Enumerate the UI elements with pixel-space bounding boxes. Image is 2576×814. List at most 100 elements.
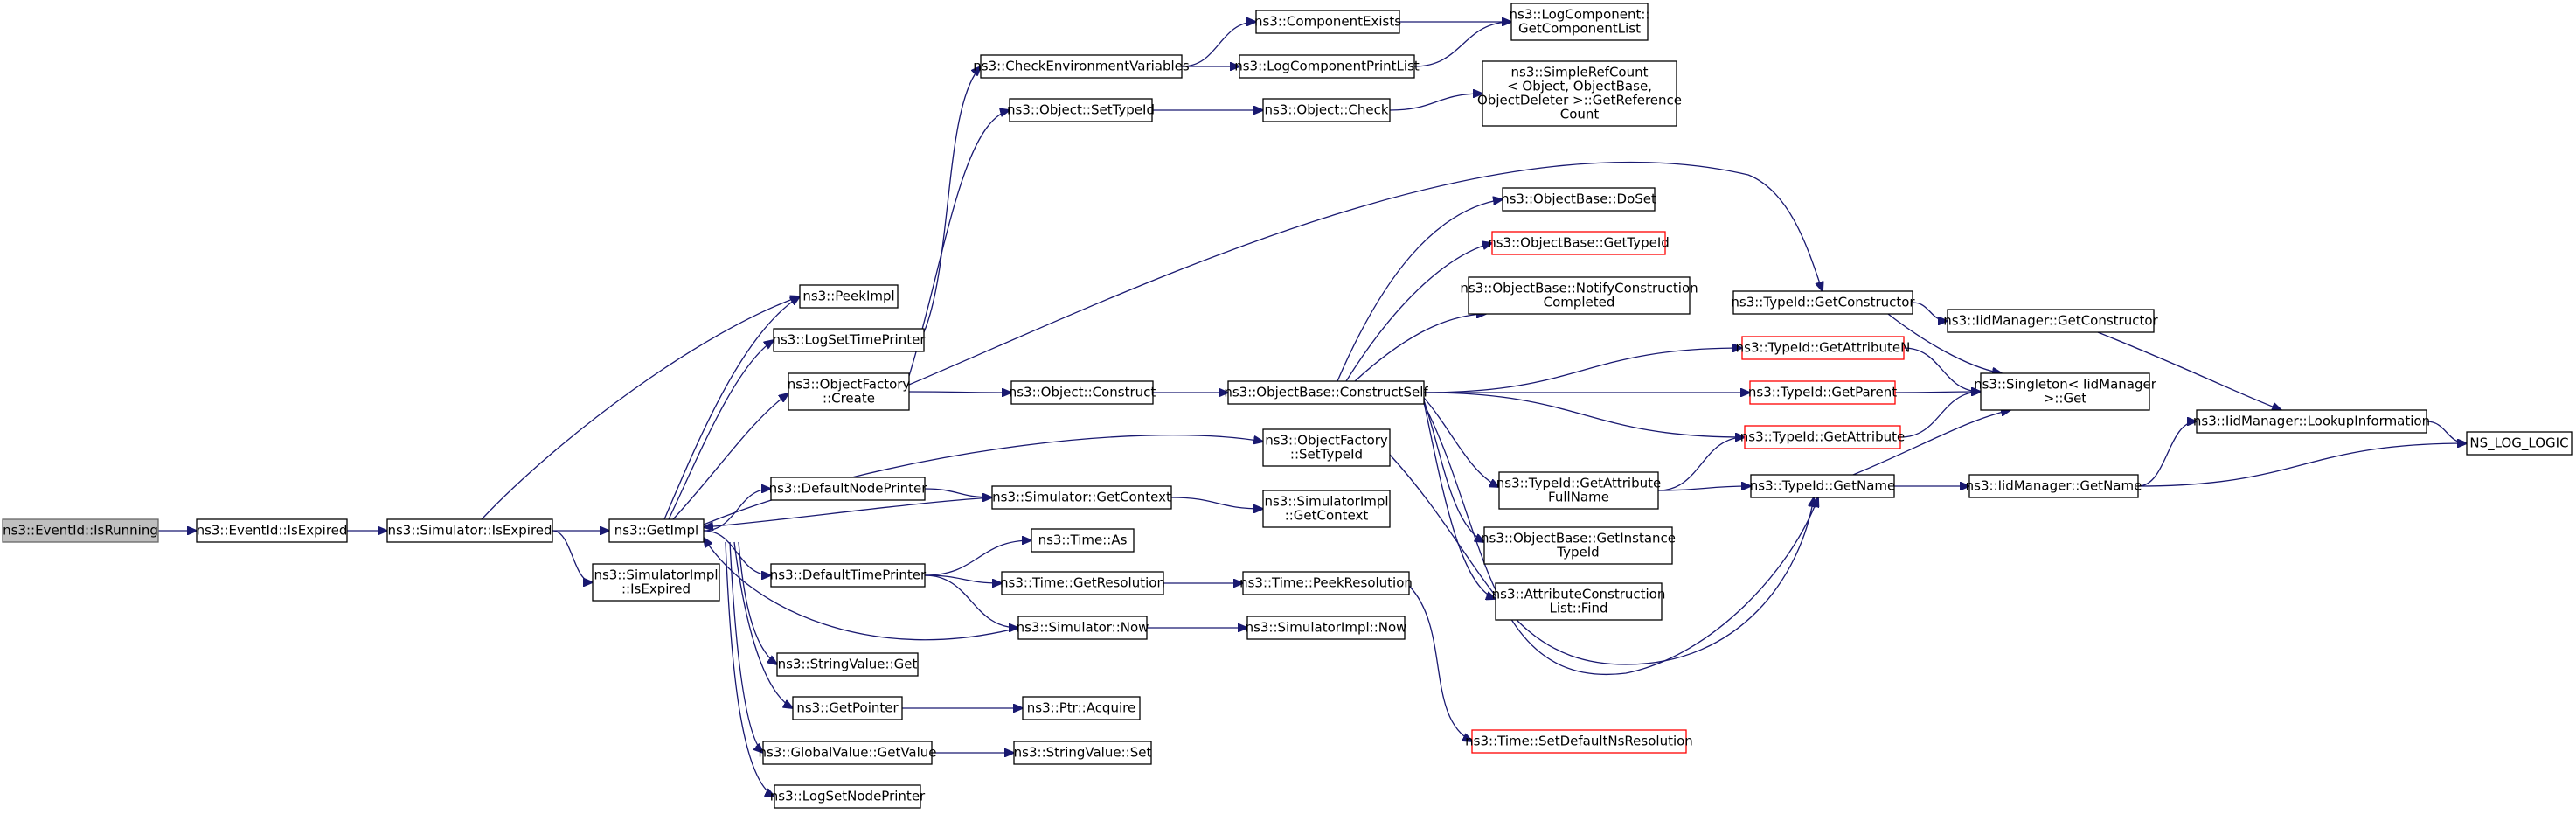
call-edge-typeid_getattributen-to-singleton_get [1903,347,1981,392]
node-typeid-getattributen[interactable]: ns3::TypeId::GetAttributeN [1736,336,1911,360]
node-logcomponent-getcomponentlist[interactable]: ns3::LogComponent::GetComponentList [1510,3,1650,41]
node-label: ns3::IidManager::GetConstructor [1943,312,2158,328]
node-box [1242,571,1410,595]
node-eventid-isrunning[interactable]: ns3::EventId::IsRunning [2,518,159,543]
node-simimpl-isexpired[interactable]: ns3::SimulatorImpl::IsExpired [592,563,720,602]
node-time-setdefaultnsresolution[interactable]: ns3::Time::SetDefaultNsResolution [1465,729,1693,754]
node-iidmanager-getname[interactable]: ns3::IidManager::GetName [1966,474,2142,498]
node-label: ns3::LogComponentPrintList [1234,58,1420,73]
call-edge-getimpl-to-logsetnodeprinter [725,541,774,797]
node-label: ns3::Simulator::IsExpired [387,522,552,538]
call-edge-defaultnodeprinter-to-simulator_getcontext [924,488,992,497]
node-box [386,518,553,543]
node-label: ns3::StringValue::Set [1014,744,1152,760]
node-ns-log-logic[interactable]: NS_LOG_LOGIC [2466,431,2573,456]
call-edge-objectbase_constructself-to-typeid_getattributen [1423,348,1742,393]
node-simimpl-getcontext[interactable]: ns3::SimulatorImpl::GetContext [1262,490,1391,528]
node-box [2466,431,2573,456]
node-box [1980,372,2150,411]
node-simulator-now[interactable]: ns3::Simulator::Now [1017,616,1149,640]
node-typeid-getname[interactable]: ns3::TypeId::GetName [1750,474,1895,498]
node-simplerefcount[interactable]: ns3::SimpleRefCount< Object, ObjectBase,… [1477,60,1682,127]
node-defaultnodeprinter[interactable]: ns3::DefaultNodePrinter [769,477,928,501]
node-label: NS_LOG_LOGIC [2469,435,2568,451]
node-time-peekresolution[interactable]: ns3::Time::PeekResolution [1239,571,1413,595]
node-iidmanager-getconstructor[interactable]: ns3::IidManager::GetConstructor [1943,309,2159,333]
node-box [1495,582,1663,621]
node-componentexists[interactable]: ns3::ComponentExists [1254,10,1401,34]
node-objectfactory-create[interactable]: ns3::ObjectFactory::Create [788,372,911,411]
node-box [1001,571,1164,595]
node-object-construct[interactable]: ns3::Object::Construct [1009,380,1156,405]
node-logsettimeprinter[interactable]: ns3::LogSetTimePrinter [772,328,926,352]
node-time-getresolution[interactable]: ns3::Time::GetResolution [1000,571,1165,595]
node-iidmanager-lookupinformation[interactable]: ns3::IidManager::LookupInformation [2193,409,2430,434]
node-label: ns3::TypeId::GetAttribute [1740,428,1905,444]
node-simimpl-now[interactable]: ns3::SimulatorImpl::Now [1246,616,1407,640]
node-simulator-getcontext[interactable]: ns3::Simulator::GetContext [991,485,1172,510]
node-logsetnodeprinter[interactable]: ns3::LogSetNodePrinter [770,784,926,809]
call-edge-objectfactory_create-to-object_construct [908,392,1011,393]
node-objectbase-doset[interactable]: ns3::ObjectBase::DoSet [1501,187,1656,212]
node-box [196,518,348,543]
node-label: ns3::TypeId::GetAttributeN [1736,339,1911,355]
node-box [1744,425,1901,449]
node-label: ns3::TypeId::GetAttribute [1496,475,1661,490]
node-label: ::Create [823,390,875,406]
node-label: Count [1560,106,1600,122]
node-getpointer[interactable]: ns3::GetPointer [792,696,903,720]
node-checkenv[interactable]: ns3::CheckEnvironmentVariables [973,54,1190,79]
node-objectbase-gettypeid[interactable]: ns3::ObjectBase::GetTypeId [1488,231,1670,255]
node-object-settypeid[interactable]: ns3::Object::SetTypeId [1007,98,1155,122]
node-eventid-isexpired[interactable]: ns3::EventId::IsExpired [196,518,348,543]
node-box [991,485,1172,510]
node-simulator-isexpired[interactable]: ns3::Simulator::IsExpired [386,518,553,543]
node-objectfactory-settypeid[interactable]: ns3::ObjectFactory::SetTypeId [1262,428,1391,467]
node-label: ns3::SimulatorImpl::Now [1246,619,1407,635]
node-ptr-acquire[interactable]: ns3::Ptr::Acquire [1022,696,1141,720]
node-object-check[interactable]: ns3::Object::Check [1262,98,1391,122]
node-globalvalue-getvalue[interactable]: ns3::GlobalValue::GetValue [758,741,937,765]
node-box [770,477,926,501]
node-label: ns3::SimpleRefCount [1511,64,1649,80]
node-singleton-get[interactable]: ns3::Singleton< IidManager>::Get [1974,372,2157,411]
node-typeid-getattribute[interactable]: ns3::TypeId::GetAttribute [1740,425,1905,449]
node-box [1471,729,1687,754]
call-edge-objectbase_constructself-to-objectbase_notify [1354,314,1486,382]
node-logcomponentprintlist[interactable]: ns3::LogComponentPrintList [1234,54,1420,79]
node-box [1262,490,1391,528]
node-box [776,652,919,677]
node-label: ns3::EventId::IsRunning [3,522,158,538]
call-edge-objectfactory_create-to-typeid_getconstructor [908,161,1823,386]
node-getimpl[interactable]: ns3::GetImpl [608,518,705,543]
node-label: ObjectDeleter >::GetReference [1477,92,1682,108]
node-label: List::Find [1549,600,1607,616]
node-label: ns3::IidManager::GetName [1966,477,2142,493]
node-objectbase-constructself[interactable]: ns3::ObjectBase::ConstructSelf [1224,380,1428,405]
node-label: ns3::TypeId::GetName [1750,477,1895,493]
node-label: ns3::LogSetTimePrinter [772,331,926,347]
node-stringvalue-get[interactable]: ns3::StringValue::Get [776,652,919,677]
node-stringvalue-set[interactable]: ns3::StringValue::Set [1013,741,1152,765]
call-edge-getimpl-to-logsettimeprinter [668,340,774,520]
node-peekimpl[interactable]: ns3::PeekImpl [799,284,899,309]
node-typeid-getparent[interactable]: ns3::TypeId::GetParent [1748,380,1897,405]
call-edge-getimpl-to-objectfactory_create [672,393,788,520]
node-objectbase-notify[interactable]: ns3::ObjectBase::NotifyConstructionCompl… [1460,276,1698,315]
node-label: ::IsExpired [621,581,691,596]
node-label: ns3::PeekImpl [802,288,894,303]
call-edge-iidmanager_getconstructor-to-iidmanager_lookupinformation [2097,331,2281,410]
node-box [1483,526,1673,565]
node-typeid-getconstructor[interactable]: ns3::TypeId::GetConstructor [1731,290,1915,315]
node-time-as[interactable]: ns3::Time::As [1031,528,1135,553]
node-label: ns3::Singleton< IidManager [1974,376,2157,392]
node-box [1498,471,1659,510]
node-box [592,563,720,602]
node-defaulttimeprinter[interactable]: ns3::DefaultTimePrinter [770,563,927,588]
node-label: ns3::ObjectBase::NotifyConstruction [1460,280,1698,296]
node-label: ns3::IidManager::LookupInformation [2193,413,2430,428]
